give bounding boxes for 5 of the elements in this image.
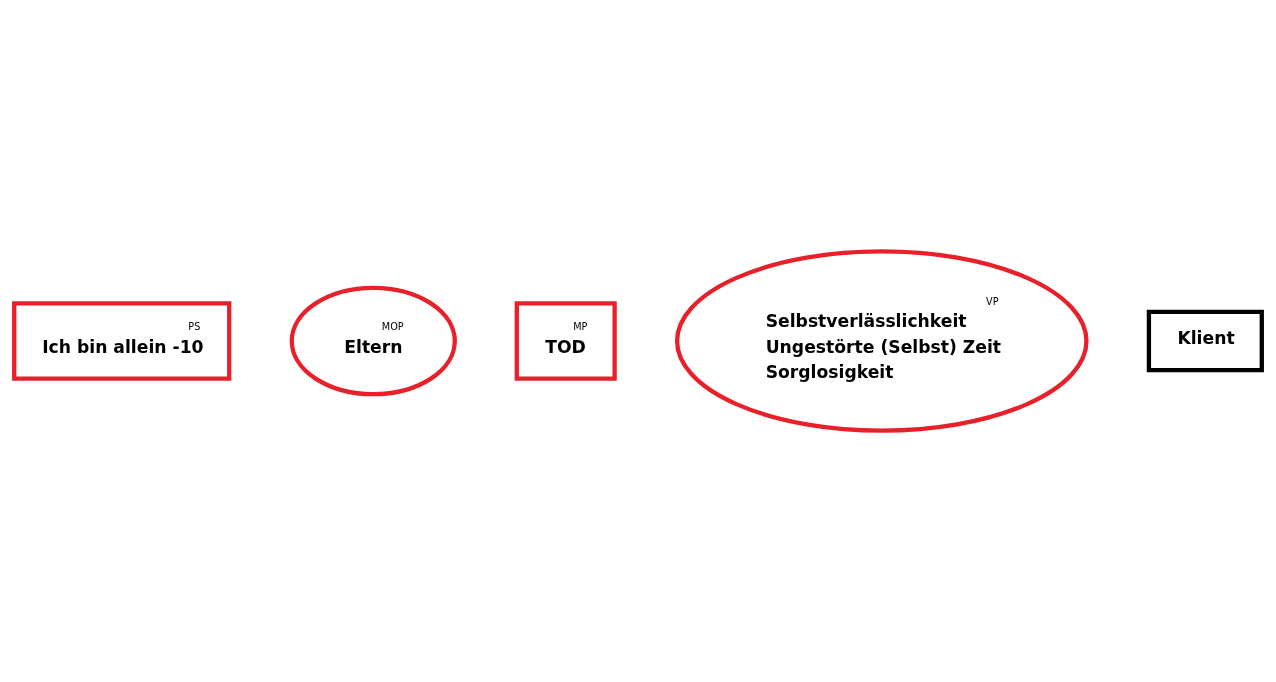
node-box: Klient <box>1146 309 1264 373</box>
node-box: PS Ich bin allein -10 <box>12 301 232 381</box>
node-box: MP TOD <box>514 301 617 381</box>
node-ellipse: MOP Eltern <box>289 285 457 397</box>
node-ellipse: VP Selbstverlässlichkeit Ungestörte (Selbst) Zeit Sorglosigkeit <box>674 249 1089 433</box>
